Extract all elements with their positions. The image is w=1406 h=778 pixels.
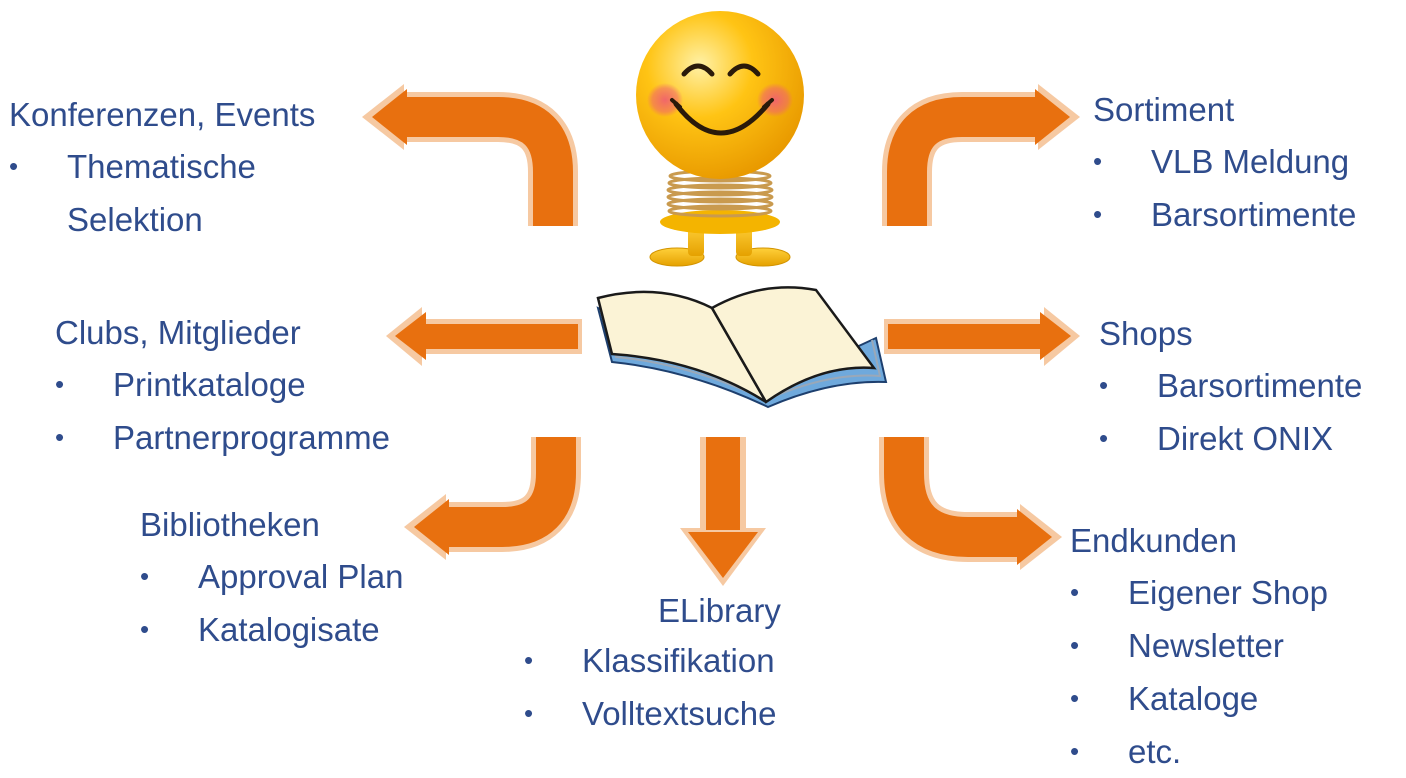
- item-list: • Thematische: [9, 140, 315, 193]
- group-sortiment: Sortiment • VLB Meldung • Barsortimente: [1093, 85, 1356, 241]
- list-item-label: Thematische: [67, 148, 256, 185]
- arrow-icon: [404, 437, 581, 560]
- item-list: • Barsortimente • Direkt ONIX: [1099, 359, 1362, 465]
- list-item: • Approval Plan: [140, 550, 403, 603]
- list-item: • Partnerprogramme: [55, 411, 390, 464]
- list-item: • etc.: [1070, 725, 1237, 778]
- group-title: Konferenzen, Events: [9, 96, 316, 133]
- arrow-icon: [879, 437, 1062, 570]
- list-item-label: VLB Meldung: [1151, 143, 1350, 180]
- bullet-icon: •: [1070, 630, 1080, 660]
- item-list: • Approval Plan • Katalogisate: [140, 550, 403, 656]
- list-item: • Eigener Shop: [1070, 566, 1328, 619]
- bullet-icon: •: [1093, 199, 1103, 229]
- bullet-icon: •: [140, 561, 150, 591]
- arrow-icon: [884, 307, 1080, 366]
- group-bibliotheken: Bibliotheken • Approval Plan • Katalogis…: [140, 500, 403, 656]
- bullet-icon: •: [1070, 577, 1080, 607]
- list-item-label: Printkataloge: [113, 366, 306, 403]
- open-book-icon: [596, 286, 888, 409]
- group-endkunden: Endkunden • Eigener Shop • Newsletter • …: [1070, 516, 1328, 778]
- group-title: Bibliotheken: [140, 506, 320, 543]
- group-title: Sortiment: [1093, 91, 1235, 128]
- list-item-label: Klassifikation: [582, 642, 775, 679]
- bullet-icon: •: [524, 698, 534, 728]
- group-title: ELibrary: [658, 592, 781, 629]
- bullet-icon: •: [55, 369, 65, 399]
- bullet-icon: •: [524, 645, 534, 675]
- list-item-label: Volltextsuche: [582, 695, 777, 732]
- arrow-icon: [386, 307, 582, 366]
- list-item: • VLB Meldung: [1093, 135, 1349, 188]
- list-item-label: etc.: [1128, 733, 1182, 770]
- list-item: • Newsletter: [1070, 619, 1284, 672]
- list-item: • Barsortimente: [1099, 359, 1362, 412]
- arrow-icon: [680, 437, 766, 586]
- list-item: • Direkt ONIX: [1099, 412, 1333, 465]
- item-list: • VLB Meldung • Barsortimente: [1093, 135, 1356, 241]
- bullet-icon: •: [1070, 736, 1080, 766]
- group-title: Endkunden: [1070, 522, 1237, 559]
- group-title: Shops: [1099, 315, 1193, 352]
- list-item: • Kataloge: [1070, 672, 1258, 725]
- bullet-icon: •: [1070, 683, 1080, 713]
- list-item: • Thematische: [9, 140, 315, 193]
- group-konferenzen: Konferenzen, Events • Thematische Selekt…: [9, 90, 315, 246]
- list-item-label: Kataloge: [1128, 680, 1259, 717]
- list-item: • Katalogisate: [140, 603, 380, 656]
- group-elibrary-title-wrap: ELibrary: [658, 586, 781, 636]
- diagram-graphics: [362, 11, 1080, 586]
- list-item-label: Barsortimente: [1157, 367, 1363, 404]
- list-item-label: Partnerprogramme: [113, 419, 390, 456]
- list-item-label: Approval Plan: [198, 558, 404, 595]
- bullet-icon: •: [9, 151, 19, 181]
- bullet-icon: •: [140, 614, 150, 644]
- bullet-icon: •: [1099, 423, 1109, 453]
- item-list: • Eigener Shop • Newsletter • Kataloge •…: [1070, 566, 1328, 778]
- smiley-bobblehead-icon: [636, 11, 804, 267]
- bullet-icon: •: [1093, 146, 1103, 176]
- bullet-icon: •: [55, 422, 65, 452]
- arrow-icon: [882, 84, 1080, 226]
- bullet-icon: •: [1099, 370, 1109, 400]
- arrow-icon: [362, 84, 578, 226]
- group-clubs: Clubs, Mitglieder • Printkataloge • Part…: [55, 308, 390, 464]
- group-shops: Shops • Barsortimente • Direkt ONIX: [1099, 309, 1362, 465]
- item-list: • Printkataloge • Partnerprogramme: [55, 358, 390, 464]
- list-item-label: Barsortimente: [1151, 196, 1357, 233]
- list-item: • Printkataloge: [55, 358, 306, 411]
- list-item-continuation: Selektion: [67, 201, 203, 238]
- list-item-label: Newsletter: [1128, 627, 1284, 664]
- group-title: Clubs, Mitglieder: [55, 314, 301, 351]
- list-item-label: Direkt ONIX: [1157, 420, 1334, 457]
- list-item-label: Katalogisate: [198, 611, 380, 648]
- list-item-label: Eigener Shop: [1128, 574, 1328, 611]
- diagram-stage: Konferenzen, Events • Thematische Selekt…: [9, 11, 1362, 770]
- list-item: • Barsortimente: [1093, 188, 1356, 241]
